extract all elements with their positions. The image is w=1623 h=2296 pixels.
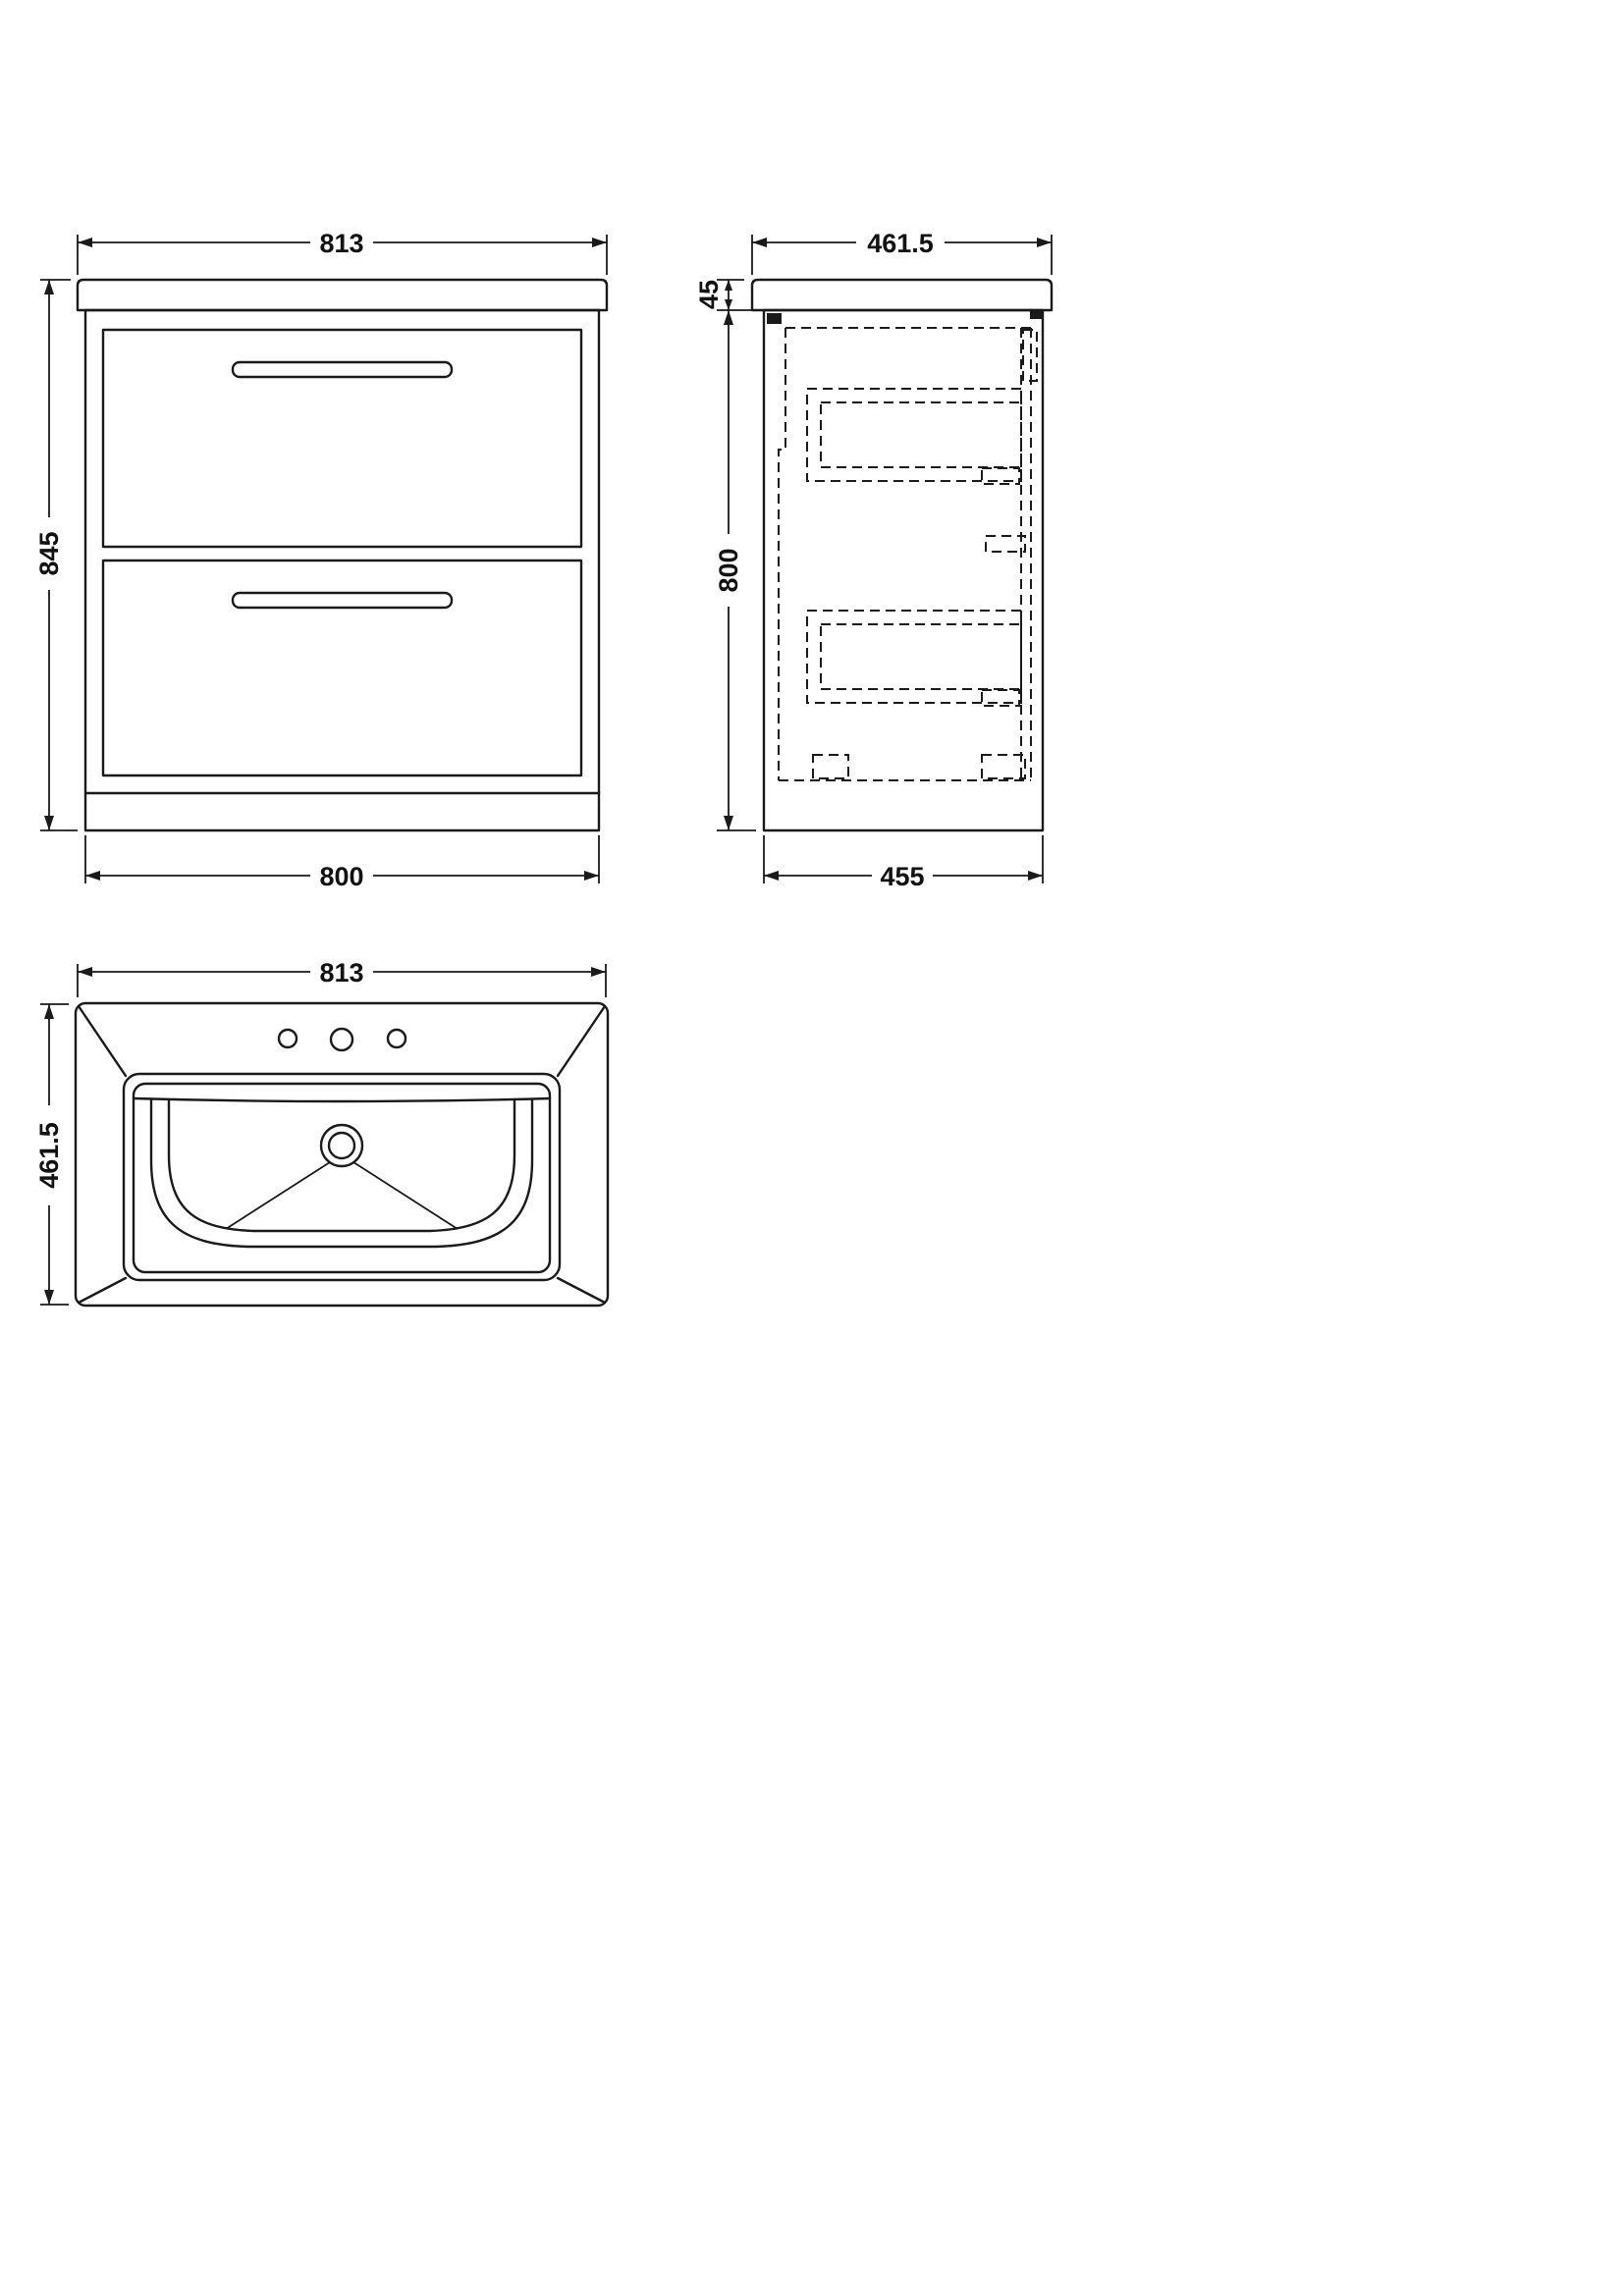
hidden-drawer-box-lower (806, 610, 1022, 704)
dim-label-side-counter-thickness: 45 (694, 280, 724, 309)
basin-rim-inner (132, 1082, 552, 1274)
basin-back-ledge (132, 1096, 552, 1103)
side-fixing-bracket-back (1030, 311, 1042, 319)
arrowhead (78, 238, 92, 247)
hidden-top-right-channel (1022, 329, 1038, 382)
side-view: 461.5 45 800 455 (694, 229, 1054, 891)
arrowhead (725, 280, 732, 291)
dim-side-depth-bottom: 455 (763, 835, 1044, 891)
hidden-foot-back (981, 754, 1026, 779)
bowl-slope-crease-left (225, 1161, 331, 1230)
dim-front-height: 845 (34, 279, 78, 831)
drain-inner (327, 1131, 356, 1160)
hidden-foot-front (812, 754, 849, 779)
arrowhead (592, 238, 607, 247)
bowl-contour-inner (167, 1097, 516, 1233)
bowl-contour-outer (149, 1097, 534, 1249)
dim-front-width-top: 813 (77, 229, 608, 275)
dim-label-basin-width: 813 (319, 958, 363, 988)
bowl-slope-crease-right (352, 1161, 459, 1230)
side-countertop (750, 278, 1054, 312)
front-drawer-lower (101, 559, 583, 777)
drawer-handle-upper (231, 360, 454, 379)
basin-corner-line-tr (556, 1004, 607, 1078)
drain-outer (319, 1123, 364, 1168)
basin-corner-line-bl (77, 1276, 128, 1305)
arrowhead (725, 299, 732, 310)
arrowhead (724, 310, 733, 325)
hidden-drawer-box-lower-inner (820, 623, 1022, 690)
hidden-drawer-box-upper (806, 388, 1022, 482)
arrowhead (44, 1290, 54, 1305)
arrowhead (44, 1004, 54, 1019)
tap-hole-right (386, 1028, 407, 1049)
tap-hole-left (277, 1028, 298, 1049)
arrowhead (1037, 238, 1052, 247)
side-cabinet-panel (762, 308, 1045, 832)
arrowhead (44, 816, 54, 830)
side-hidden-structure (778, 327, 1038, 781)
tap-hole-center (329, 1027, 354, 1052)
basin-corner-line-tl (77, 1004, 128, 1078)
arrowhead (44, 280, 54, 294)
dim-label-front-height: 845 (34, 531, 64, 575)
dim-label-front-width-bottom: 800 (319, 862, 363, 891)
front-countertop (76, 278, 609, 312)
arrowhead (85, 871, 100, 881)
front-drawer-upper (101, 328, 583, 549)
dim-side-counter-thickness: 45 (694, 279, 756, 311)
hidden-runner-clip-upper (981, 467, 1020, 485)
dim-basin-width: 813 (77, 958, 607, 997)
arrowhead (78, 967, 92, 977)
basin-rim-outer (122, 1072, 562, 1282)
dim-label-side-depth-bottom: 455 (880, 862, 924, 891)
dim-label-side-depth-top: 461.5 (867, 229, 934, 258)
front-cabinet-body (83, 308, 601, 832)
dim-label-side-height: 800 (714, 548, 743, 592)
arrowhead (724, 816, 733, 830)
dim-side-depth-top: 461.5 (751, 229, 1053, 275)
basin-outer-edge (74, 1001, 610, 1308)
dim-label-front-width-top: 813 (319, 229, 363, 258)
hidden-drawer-box-upper-inner (820, 401, 1022, 468)
dim-basin-depth: 461.5 (34, 1003, 69, 1306)
drawer-handle-lower (231, 591, 454, 610)
dim-label-basin-depth: 461.5 (34, 1122, 64, 1189)
hidden-runner-clip-lower (981, 689, 1020, 707)
arrowhead (764, 871, 779, 881)
hidden-runner-clip-middle (985, 535, 1026, 553)
arrowhead (584, 871, 599, 881)
arrowhead (752, 238, 767, 247)
dim-side-height: 800 (714, 310, 756, 831)
basin-corner-line-br (556, 1276, 607, 1305)
basin-plan-view: 813 461.5 (34, 958, 610, 1308)
hidden-carcass-front (778, 328, 786, 780)
front-view: 813 845 800 (34, 229, 609, 891)
side-fixing-bracket-front (767, 313, 782, 324)
arrowhead (591, 967, 606, 977)
dim-front-width-bottom: 800 (84, 835, 600, 891)
arrowhead (1028, 871, 1043, 881)
